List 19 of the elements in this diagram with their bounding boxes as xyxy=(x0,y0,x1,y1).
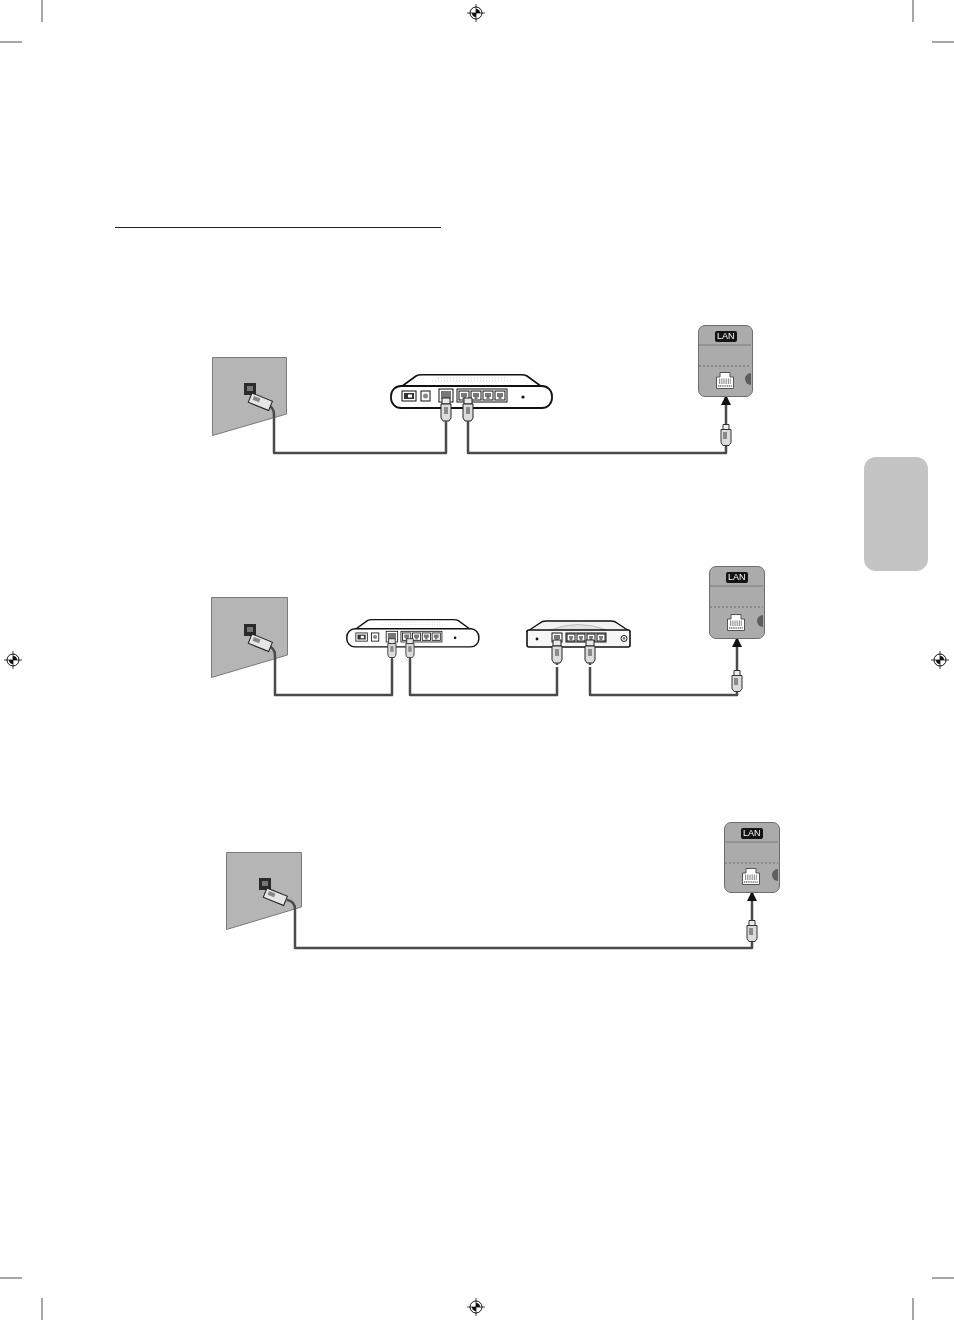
wall-socket-drawing xyxy=(212,357,287,436)
port-label: LAN xyxy=(741,828,763,839)
cable xyxy=(273,659,394,697)
cable xyxy=(588,637,742,697)
modem-drawing xyxy=(346,619,480,659)
tv-lan-panel xyxy=(709,566,765,639)
cable xyxy=(272,423,448,455)
modem-drawing xyxy=(390,374,553,423)
cable xyxy=(408,659,559,697)
tv-lan-panel xyxy=(698,325,753,397)
cable xyxy=(466,395,731,455)
tv-lan-panel xyxy=(724,822,780,893)
port-label: LAN xyxy=(726,572,748,583)
section-tab xyxy=(864,457,928,571)
port-label: LAN xyxy=(715,331,737,342)
wall-socket-drawing xyxy=(226,852,302,930)
router-drawing xyxy=(526,620,631,667)
wall-socket-drawing xyxy=(211,597,288,678)
cable xyxy=(293,891,757,950)
